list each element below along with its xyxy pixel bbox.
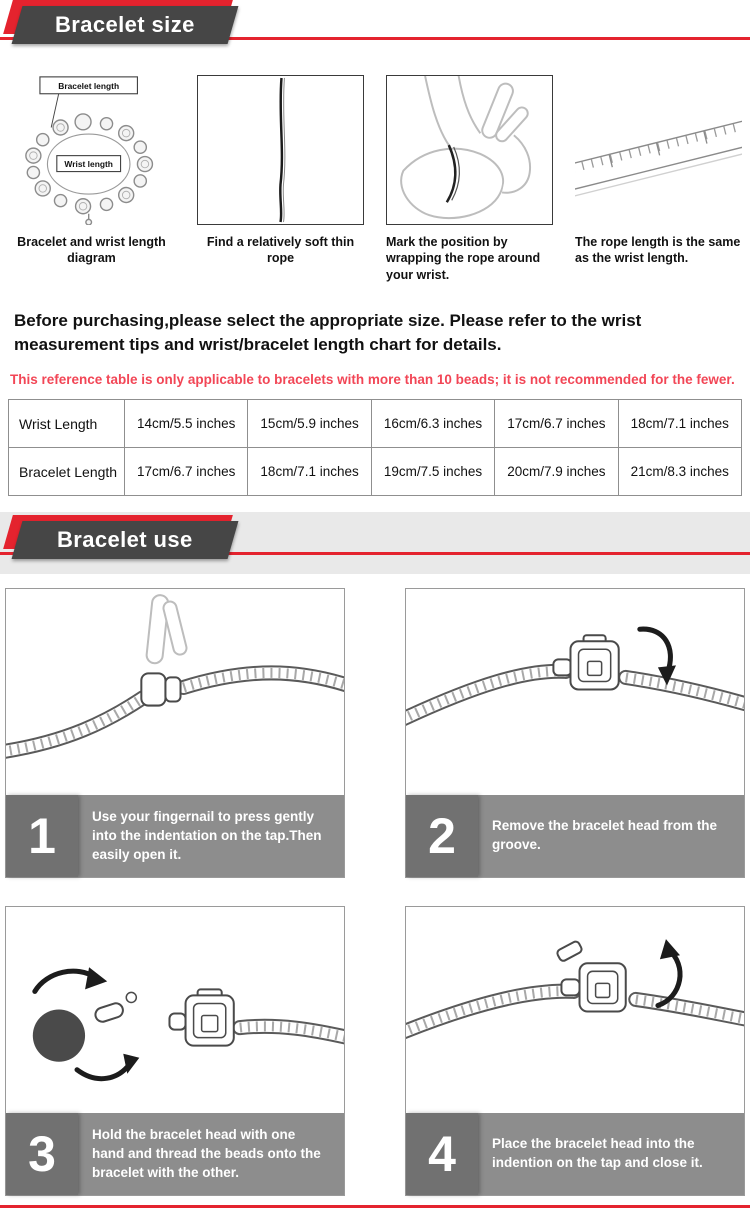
step-caption: The rope length is the same as the wrist…: [575, 235, 741, 266]
step-caption: Mark the position by wrapping the rope a…: [386, 235, 541, 282]
panel-illustration: [406, 589, 744, 795]
panel-caption-bar: 3 Hold the bracelet head with one hand a…: [6, 1113, 344, 1196]
panel-illustration: [6, 907, 344, 1113]
table-row-bracelet: Bracelet Length 17cm/6.7 inches 18cm/7.1…: [8, 447, 743, 497]
step-caption: Bracelet and wrist length diagram: [17, 235, 166, 266]
panel-illustration: [406, 907, 744, 1113]
ruler-figure: [575, 75, 742, 225]
size-banner-title: Bracelet size: [55, 12, 195, 37]
measure-step-3: Mark the position by wrapping the rope a…: [386, 75, 553, 283]
use-steps-grid: 1 Use your fingernail to press gently in…: [0, 574, 750, 1197]
step-instruction: Place the bracelet head into the indenti…: [492, 1136, 703, 1171]
step-caption: Find a relatively soft thin rope: [206, 235, 355, 266]
measure-step-4: The rope length is the same as the wrist…: [575, 75, 742, 283]
use-section-band: Bracelet use: [0, 512, 750, 575]
panel-caption-bar: 1 Use your fingernail to press gently in…: [6, 795, 344, 878]
step-number-badge: 4: [406, 1113, 478, 1196]
banner-red-line: [0, 552, 750, 556]
table-cell: 15cm/5.9 inches: [247, 399, 372, 449]
panel-caption-bar: 4 Place the bracelet head into the inden…: [406, 1113, 744, 1196]
rope-figure: [197, 75, 364, 225]
table-cell: 18cm/7.1 inches: [247, 447, 372, 497]
banner-dark-shape: Bracelet use: [11, 521, 239, 560]
row-header: Wrist Length: [8, 399, 125, 449]
size-section-banner: Bracelet size: [0, 0, 750, 50]
remove-bracelet-head-illustration: [406, 627, 744, 727]
step-instruction: Remove the bracelet head from the groove…: [492, 818, 718, 853]
measure-step-1: Bracelet length Wrist length Bracelet an…: [8, 75, 175, 283]
use-step-panel-2: 2 Remove the bracelet head from the groo…: [405, 588, 745, 879]
banner-red-line: [0, 37, 750, 40]
use-banner-title: Bracelet use: [57, 527, 193, 553]
thread-beads-onto-bracelet-illustration: [32, 967, 344, 1082]
press-tap-open-clasp-illustration: [6, 594, 344, 760]
use-section-banner: Bracelet use: [0, 515, 750, 565]
measure-step-2: Find a relatively soft thin rope: [197, 75, 364, 283]
soft-thin-rope-illustration: [279, 77, 286, 223]
measurement-steps-row: Bracelet length Wrist length Bracelet an…: [0, 50, 750, 283]
bracelet-diagram-figure: Bracelet length Wrist length: [8, 75, 175, 225]
step-instruction: Use your fingernail to press gently into…: [92, 809, 322, 862]
size-chart-table: Wrist Length 14cm/5.5 inches 15cm/5.9 in…: [8, 399, 743, 497]
bracelet-length-label: Bracelet length: [58, 81, 119, 91]
page-bottom-red-line: [0, 1205, 750, 1208]
use-step-panel-1: 1 Use your fingernail to press gently in…: [5, 588, 345, 879]
table-cell: 17cm/6.7 inches: [494, 399, 619, 449]
table-row-wrist: Wrist Length 14cm/5.5 inches 15cm/5.9 in…: [8, 399, 743, 449]
step-number-badge: 2: [406, 795, 478, 878]
table-cell: 16cm/6.3 inches: [370, 399, 496, 449]
step-instruction: Hold the bracelet head with one hand and…: [92, 1127, 321, 1180]
table-cell: 17cm/6.7 inches: [123, 447, 249, 497]
bracelet-and-wrist-diagram-illustration: Bracelet length Wrist length: [25, 76, 154, 225]
wrap-rope-around-wrist-illustration: [400, 76, 532, 220]
table-cell: 19cm/7.5 inches: [370, 447, 496, 497]
panel-illustration: [6, 589, 344, 795]
measure-rope-with-ruler-illustration: [575, 115, 742, 201]
row-header: Bracelet Length: [8, 447, 125, 497]
table-cell: 21cm/8.3 inches: [617, 447, 743, 497]
size-note-text: This reference table is only applicable …: [10, 372, 735, 388]
use-step-panel-3: 3 Hold the bracelet head with one hand a…: [5, 906, 345, 1197]
step-number-badge: 1: [6, 795, 78, 878]
table-cell: 14cm/5.5 inches: [123, 399, 249, 449]
close-bracelet-head-illustration: [406, 939, 744, 1040]
table-cell: 20cm/7.9 inches: [494, 447, 619, 497]
panel-caption-bar: 2 Remove the bracelet head from the groo…: [406, 795, 744, 878]
step-number-badge: 3: [6, 1113, 78, 1196]
size-intro-text: Before purchasing,please select the appr…: [14, 310, 642, 354]
use-step-panel-4: 4 Place the bracelet head into the inden…: [405, 906, 745, 1197]
wrist-figure: [386, 75, 553, 225]
wrist-length-label: Wrist length: [64, 159, 113, 169]
banner-dark-shape: Bracelet size: [11, 6, 239, 44]
table-cell: 18cm/7.1 inches: [617, 399, 743, 449]
